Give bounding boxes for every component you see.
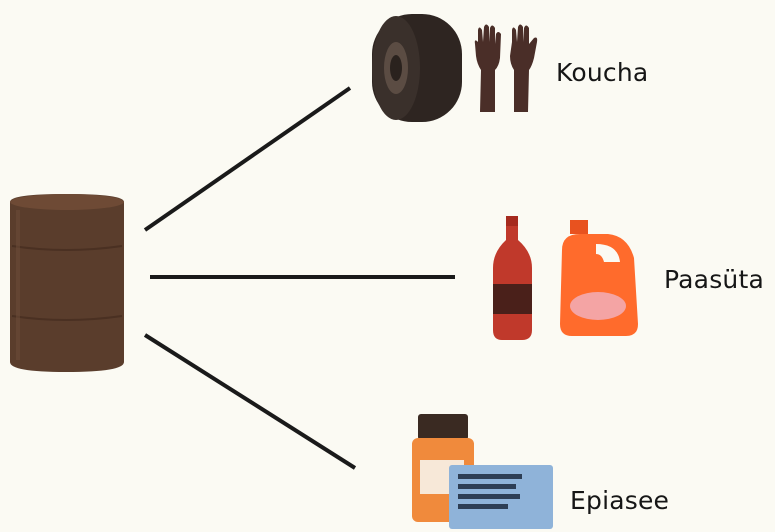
label-cleaners: Paasüta (664, 265, 764, 294)
label-medicine: Epiasee (570, 486, 669, 515)
bottle-icon (493, 216, 532, 340)
rubber-gloves-icon (475, 25, 537, 113)
prescription-label-icon (449, 465, 553, 529)
connector-medicine (145, 335, 355, 468)
connector-lines (145, 88, 455, 468)
bleach-jug-icon (560, 220, 638, 336)
label-rubber: Koucha (556, 58, 648, 87)
connector-rubber (145, 88, 350, 230)
tire-icon (372, 14, 462, 122)
oil-barrel-icon (10, 194, 124, 372)
